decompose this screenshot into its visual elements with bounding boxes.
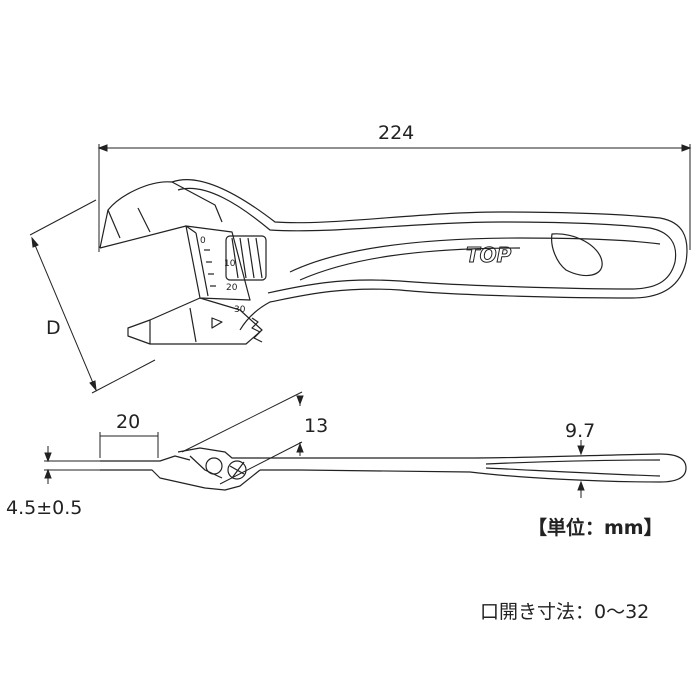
brand-logo: TOP (466, 243, 512, 267)
scale-mark-10: 10 (224, 259, 236, 269)
scale-mark-20: 20 (226, 283, 238, 293)
jaw-thickness-dimension (44, 446, 100, 484)
wrench-top-view (99, 179, 688, 345)
jaw-opening-label: D (46, 317, 61, 339)
head-thickness-dimension (181, 391, 304, 485)
jaw-thickness-label: 4.5±0.5 (6, 497, 82, 519)
jaw-opening-dimension (29, 199, 156, 394)
wrench-side-view (100, 447, 687, 491)
head-length-label: 20 (116, 411, 140, 433)
scale-mark-30: 30 (234, 305, 246, 315)
scale-mark-0: 0 (200, 236, 206, 246)
overall-length-dimension (97, 144, 692, 252)
head-thickness-label: 13 (304, 415, 328, 437)
unit-note: 【単位：mm】 (528, 517, 663, 539)
overall-length-label: 224 (378, 122, 414, 144)
opening-range-note: 口開き寸法：0～32 (480, 601, 650, 623)
head-length-dimension (99, 432, 159, 458)
handle-thickness-label: 9.7 (565, 420, 595, 442)
handle-thickness-dimension (577, 440, 585, 498)
